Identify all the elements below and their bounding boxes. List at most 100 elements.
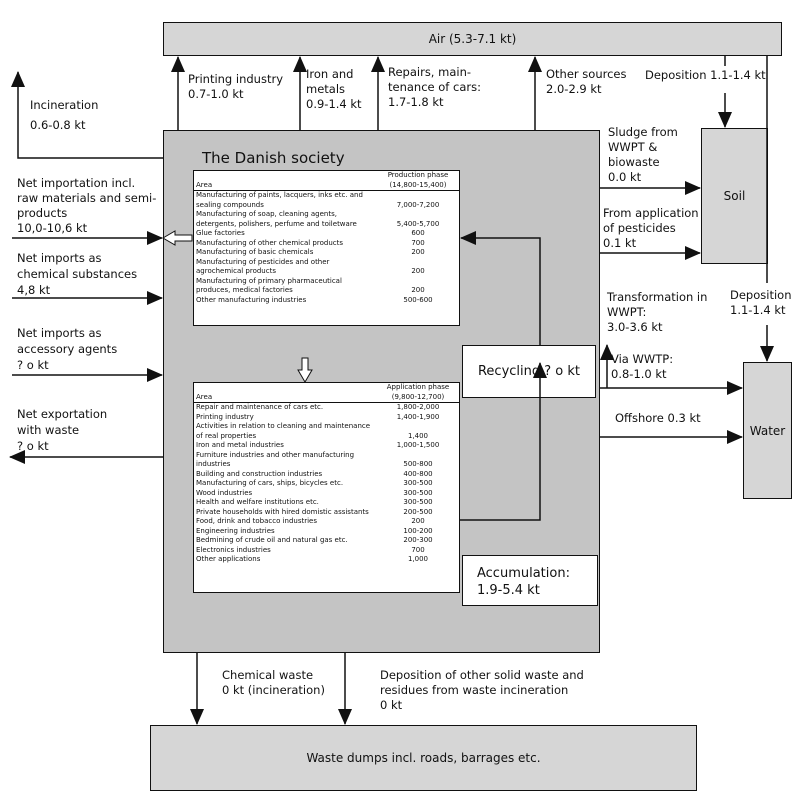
header-phase: Production phase (14,800-15,400) <box>377 171 459 191</box>
deposition-soil-label: Deposition 1.1-1.4 kt <box>645 68 766 82</box>
table-row: Bedmining of crude oil and natural gas e… <box>194 536 459 546</box>
cell-area: Glue factories <box>196 229 245 237</box>
table-row: Engineering industries 100-200 <box>194 527 459 537</box>
accessory-agents-label: Net imports as accessory agents ? o kt <box>17 326 118 372</box>
cell-area: Manufacturing of other chemical products <box>196 238 343 247</box>
table-row: Iron and metal industries 1,000-1,500 <box>194 441 459 451</box>
table-row: Manufacturing of pesticides and other ag… <box>194 258 459 277</box>
pesticides-label: From application of pesticides 0.1 kt <box>603 206 699 250</box>
cell-value: 5,400-5,700 <box>396 219 440 228</box>
exportation-waste-label: Net exportation with waste ? o kt <box>17 407 108 453</box>
table-row: Glue factories 600 <box>194 229 459 239</box>
cell-area: Building and construction industries <box>196 469 323 478</box>
table-row: Wood industries 300-500 <box>194 489 459 499</box>
cell-value: 100-200 <box>403 526 433 535</box>
net-importation-label: Net importation incl. raw materials and … <box>17 176 157 235</box>
hollow-arrow-down <box>297 357 313 383</box>
incineration-label: Incineration 0.6-0.8 kt <box>30 98 99 132</box>
cell-value: 700 <box>411 238 425 247</box>
cell-value: 1,000-1,500 <box>396 441 440 449</box>
cell-area: Repair and maintenance of cars etc. <box>196 403 324 411</box>
via-wwtp-label: Via WWTP: 0.8-1.0 kt <box>611 352 674 381</box>
cell-area: Other applications <box>196 555 261 563</box>
cell-value: 500-800 <box>403 460 433 468</box>
cell-value: 200-300 <box>403 536 433 544</box>
air-label: Air (5.3-7.1 kt) <box>428 32 517 46</box>
cell-area: Manufacturing of pesticides and other ag… <box>196 257 330 276</box>
waste-dumps-box: Waste dumps incl. roads, barrages etc. <box>150 725 697 791</box>
cell-value: 600 <box>411 229 425 237</box>
accumulation-label: Accumulation: 1.9-5.4 kt <box>477 566 570 598</box>
cell-value: 200 <box>411 267 425 275</box>
cell-value: 200 <box>411 286 425 294</box>
cell-area: Other manufacturing industries <box>196 295 307 304</box>
cell-value: 500-600 <box>403 295 433 304</box>
table-row: Activities in relation to cleaning and m… <box>194 422 459 441</box>
cell-value: 700 <box>411 545 425 554</box>
recycling-label: Recycling ? o kt <box>477 364 581 379</box>
table-row: Repair and maintenance of cars etc.1,800… <box>194 403 459 413</box>
cell-area: Manufacturing of primary pharmaceutical … <box>196 276 342 295</box>
cell-area: Manufacturing of cars, ships, bicycles e… <box>196 479 344 487</box>
cell-value: 200 <box>411 517 425 525</box>
header-area: Area <box>194 383 377 403</box>
table-row: Manufacturing of cars, ships, bicycles e… <box>194 479 459 489</box>
table-row: Other applications 1,000 <box>194 555 459 565</box>
table-row: Manufacturing of primary pharmaceutical … <box>194 277 459 296</box>
cell-area: Printing industry <box>196 412 254 421</box>
cell-value: 300-500 <box>403 479 433 487</box>
table-row: Printing industry 1,400-1,900 <box>194 413 459 423</box>
cell-area: Engineering industries <box>196 526 275 535</box>
air-box: Air (5.3-7.1 kt) <box>163 22 782 56</box>
cell-area: Food, drink and tobacco industries <box>196 517 318 525</box>
cell-value: 1,000 <box>407 555 429 563</box>
water-box: Water <box>743 362 792 499</box>
header-area: Area <box>194 171 377 191</box>
other-sources-emission: Other sources 2.0-2.9 kt <box>546 67 627 96</box>
table-row: Furniture industries and other manufactu… <box>194 451 459 470</box>
cell-area: Bedmining of crude oil and natural gas e… <box>196 536 348 544</box>
other-waste-label: Deposition of other solid waste and resi… <box>380 668 584 712</box>
recycling-box: Recycling ? o kt <box>462 345 596 398</box>
car-repairs-emission: Repairs, main- tenance of cars: 1.7-1.8 … <box>388 65 481 109</box>
chemical-substances-label: Net imports as chemical substances 4,8 k… <box>17 251 138 297</box>
printing-industry-emission: Printing industry 0.7-1.0 kt <box>188 72 283 101</box>
table-row: Food, drink and tobacco industries 200 <box>194 517 459 527</box>
cell-value: 200-500 <box>403 507 433 516</box>
cell-value: 7,000-7,200 <box>396 200 440 209</box>
cell-area: Iron and metal industries <box>196 441 284 449</box>
table-row: Manufacturing of soap, cleaning agents, … <box>194 210 459 229</box>
cell-area: Manufacturing of soap, cleaning agents, … <box>196 210 357 228</box>
cell-area: Manufacturing of basic chemicals <box>196 248 314 256</box>
transformation-label: Transformation in WWPT: 3.0-3.6 kt <box>607 290 708 334</box>
cell-value: 400-800 <box>403 469 433 478</box>
cell-area: Furniture industries and other manufactu… <box>196 450 355 469</box>
deposition-water-label: Deposition 1.1-1.4 kt <box>730 288 792 317</box>
water-label: Water <box>749 423 786 438</box>
waste-dumps-label: Waste dumps incl. roads, barrages etc. <box>306 751 541 765</box>
iron-metals-emission: Iron and metals 0.9-1.4 kt <box>306 67 362 111</box>
table-row: Manufacturing of other chemical products… <box>194 239 459 249</box>
table-row: Private households with hired domistic a… <box>194 508 459 518</box>
cell-area: Activities in relation to cleaning and m… <box>196 422 371 440</box>
cell-value: 300-500 <box>403 498 433 506</box>
table-row: Manufacturing of paints, lacquers, inks … <box>194 191 459 211</box>
soil-box: Soil <box>701 128 768 264</box>
offshore-label: Offshore 0.3 kt <box>615 411 701 425</box>
cell-area: Wood industries <box>196 488 253 497</box>
table-row: Electronics industries 700 <box>194 546 459 556</box>
sludge-label: Sludge from WWPT & biowaste 0.0 kt <box>608 125 678 184</box>
cell-area: Manufacturing of paints, lacquers, inks … <box>196 191 363 209</box>
cell-value: 300-500 <box>403 488 433 497</box>
soil-label: Soil <box>723 189 746 203</box>
chemical-waste-label: Chemical waste 0 kt (incineration) <box>222 668 325 697</box>
cell-value: 1,400-1,900 <box>396 412 440 421</box>
cell-area: Electronics industries <box>196 545 271 554</box>
cell-area: Health and welfare institutions etc. <box>196 498 319 506</box>
cell-area: Private households with hired domistic a… <box>196 507 369 516</box>
